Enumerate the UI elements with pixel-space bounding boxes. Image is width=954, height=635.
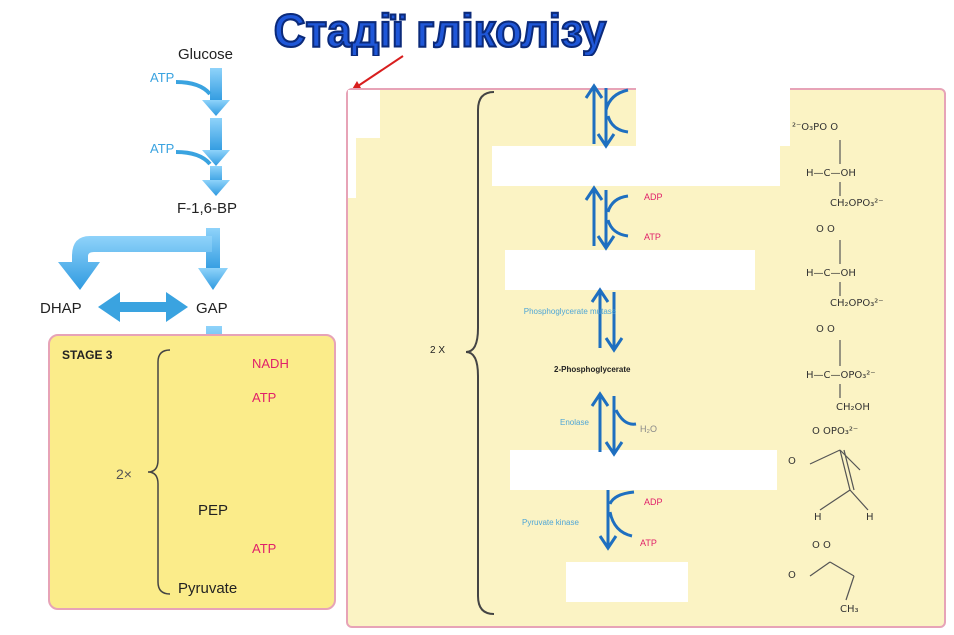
- atp-output-1: ATP: [252, 390, 277, 405]
- blank-box-1: [636, 88, 790, 146]
- dhap-label: DHAP: [40, 300, 82, 317]
- pep-label: PEP: [198, 502, 229, 519]
- blank-box-0: [348, 90, 380, 138]
- structure-4-top: O OPO₃²⁻: [812, 426, 859, 437]
- structure-4-left: O: [788, 456, 796, 467]
- glucose-label: Glucose: [178, 46, 234, 63]
- gap-label: GAP: [196, 300, 228, 317]
- structure-4-h2: H: [866, 512, 874, 523]
- structure-2-mid: H—C—OH: [806, 268, 856, 279]
- detail-adp-2: ADP: [644, 497, 663, 507]
- atp-output-2: ATP: [252, 541, 277, 556]
- detail-arrows: [584, 83, 637, 551]
- structure-1-top: ²⁻O₃PO O: [792, 122, 839, 133]
- stage3-box: [48, 334, 336, 610]
- structure-5-left: O: [788, 570, 796, 581]
- page-title-text: Стадії гліколізу: [274, 4, 607, 56]
- structure-2-top: O O: [816, 224, 835, 235]
- dhap-gap-double-arrow: [98, 292, 188, 322]
- structure-1-bot: CH₂OPO₃²⁻: [830, 198, 884, 209]
- detail-adp-1: ADP: [644, 192, 663, 202]
- detail-h2o: H₂O: [640, 424, 657, 434]
- enzyme-pyruvate-kinase: Pyruvate kinase: [522, 518, 579, 527]
- enzyme-mutase: Phosphoglycerate mutase: [523, 307, 617, 316]
- structure-3-top: O O: [816, 324, 835, 335]
- structure-3-mid: H—C—OPO₃²⁻: [806, 370, 876, 381]
- glucose-down-arrow: [202, 68, 230, 196]
- structure-4-h1: H: [814, 512, 822, 523]
- blank-box-5: [566, 562, 688, 602]
- structure-2-bot: CH₂OPO₃²⁻: [830, 298, 884, 309]
- blank-box-4: [510, 450, 777, 490]
- stage3-label: STAGE 3: [62, 348, 113, 362]
- blank-box-3: [505, 250, 755, 290]
- structure-5-top: O O: [812, 540, 831, 551]
- structure-1-mid: H—C—OH: [806, 168, 856, 179]
- detail-times2: 2 X: [430, 345, 446, 356]
- nadh-output: NADH: [252, 356, 289, 371]
- atp-input-2: ATP: [150, 141, 175, 156]
- enzyme-enolase: Enolase: [560, 418, 589, 427]
- intermediate-2pg: 2-Phosphoglycerate: [554, 365, 631, 374]
- detail-brace-icon: [465, 91, 495, 615]
- blank-box-2: [492, 146, 780, 186]
- structure-3-bot: CH₂OH: [836, 402, 870, 413]
- atp-input-1: ATP: [150, 70, 175, 85]
- pyruvate-label: Pyruvate: [178, 580, 238, 597]
- structure-bonds: [809, 140, 869, 601]
- structure-5-bot: CH₃: [840, 604, 859, 615]
- detail-atp-1: ATP: [644, 232, 661, 242]
- stage3-times2: 2×: [116, 466, 132, 482]
- split-arrows: [58, 228, 228, 290]
- page-title: Стадії гліколізу: [273, 3, 608, 56]
- blank-strip: [348, 138, 356, 198]
- stage3-brace-icon: [147, 349, 171, 595]
- detail-atp-2: ATP: [640, 538, 657, 548]
- f16bp-label: F-1,6-BP: [177, 200, 238, 217]
